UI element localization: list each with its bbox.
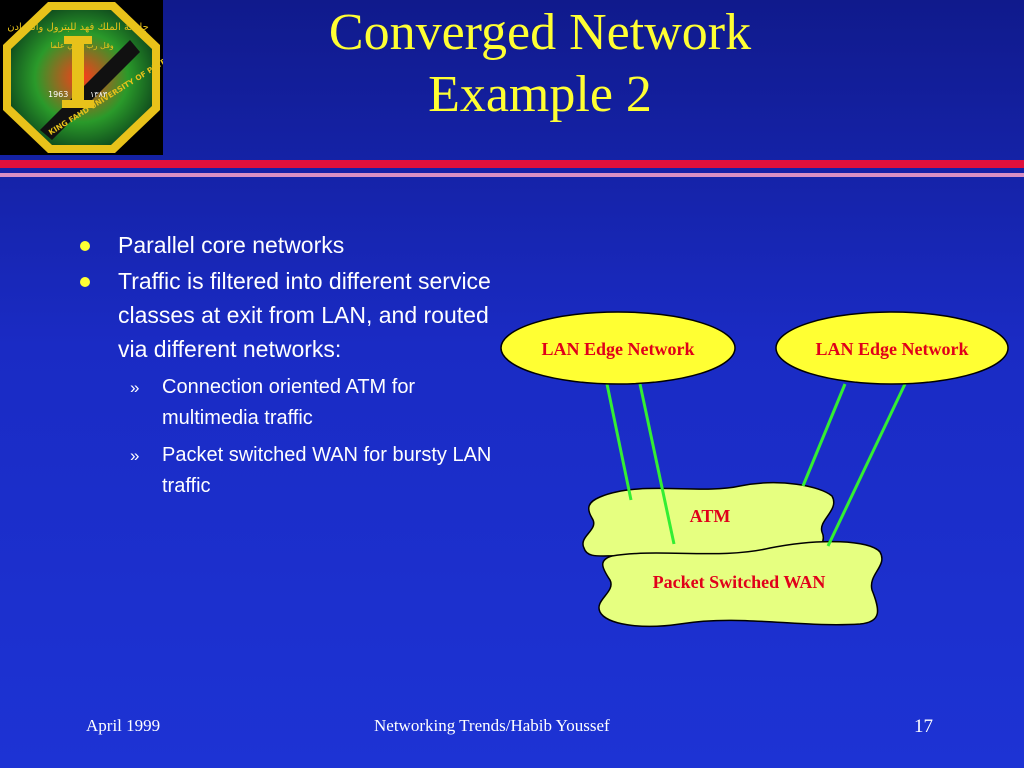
lan-edge-left-node	[500, 311, 736, 385]
sub-bullet-marker: »	[130, 378, 140, 397]
bullet-dot-icon	[80, 241, 90, 251]
page-number: 17	[914, 716, 933, 737]
link-lan-left-to-atm	[605, 383, 633, 501]
sub-bullet-item: » Connection oriented ATM for multimedia…	[80, 372, 500, 434]
lan-edge-left-label: LAN Edge Network	[542, 339, 695, 359]
sub-bullet-marker: »	[130, 446, 140, 465]
slide-title: Converged Network Example 2	[180, 2, 900, 126]
bullet-list: Parallel core networks Traffic is filter…	[80, 228, 500, 502]
bullet-item: Parallel core networks	[80, 228, 500, 262]
link-lan-right-to-wan	[826, 383, 907, 547]
atm-label: ATM	[690, 506, 731, 526]
link-lan-left-to-wan	[638, 383, 676, 545]
title-divider-pink	[0, 173, 1024, 177]
logo-motto-text: وقل رب زدني علما	[50, 41, 114, 50]
wan-cloud-shape	[598, 540, 883, 628]
logo-year-right: ١٣٨٣	[90, 90, 108, 99]
link-lan-right-to-atm	[801, 383, 847, 487]
logo-arabic-text: جامعة الملك فهد للبترول والمعادن	[7, 22, 149, 33]
title-line-2: Example 2	[428, 66, 652, 123]
footer-center: Networking Trends/Habib Youssef	[374, 716, 610, 735]
logo-year-left: 1963	[48, 90, 68, 99]
bullet-text: Traffic is filtered into different servi…	[118, 268, 491, 362]
bullet-dot-icon	[80, 277, 90, 287]
wan-label: Packet Switched WAN	[653, 572, 826, 592]
bullet-text: Parallel core networks	[118, 232, 345, 258]
sub-bullet-text: Packet switched WAN for bursty LAN traff…	[162, 444, 492, 497]
sub-bullet-text: Connection oriented ATM for multimedia t…	[162, 376, 416, 429]
lan-edge-right-node	[775, 311, 1009, 385]
title-divider-red	[0, 160, 1024, 168]
title-line-1: Converged Network	[328, 4, 752, 61]
footer-date: April 1999	[86, 716, 161, 735]
sub-bullet-item: » Packet switched WAN for bursty LAN tra…	[80, 440, 500, 502]
bullet-item: Traffic is filtered into different servi…	[80, 264, 500, 366]
lan-edge-right-label: LAN Edge Network	[816, 339, 969, 359]
